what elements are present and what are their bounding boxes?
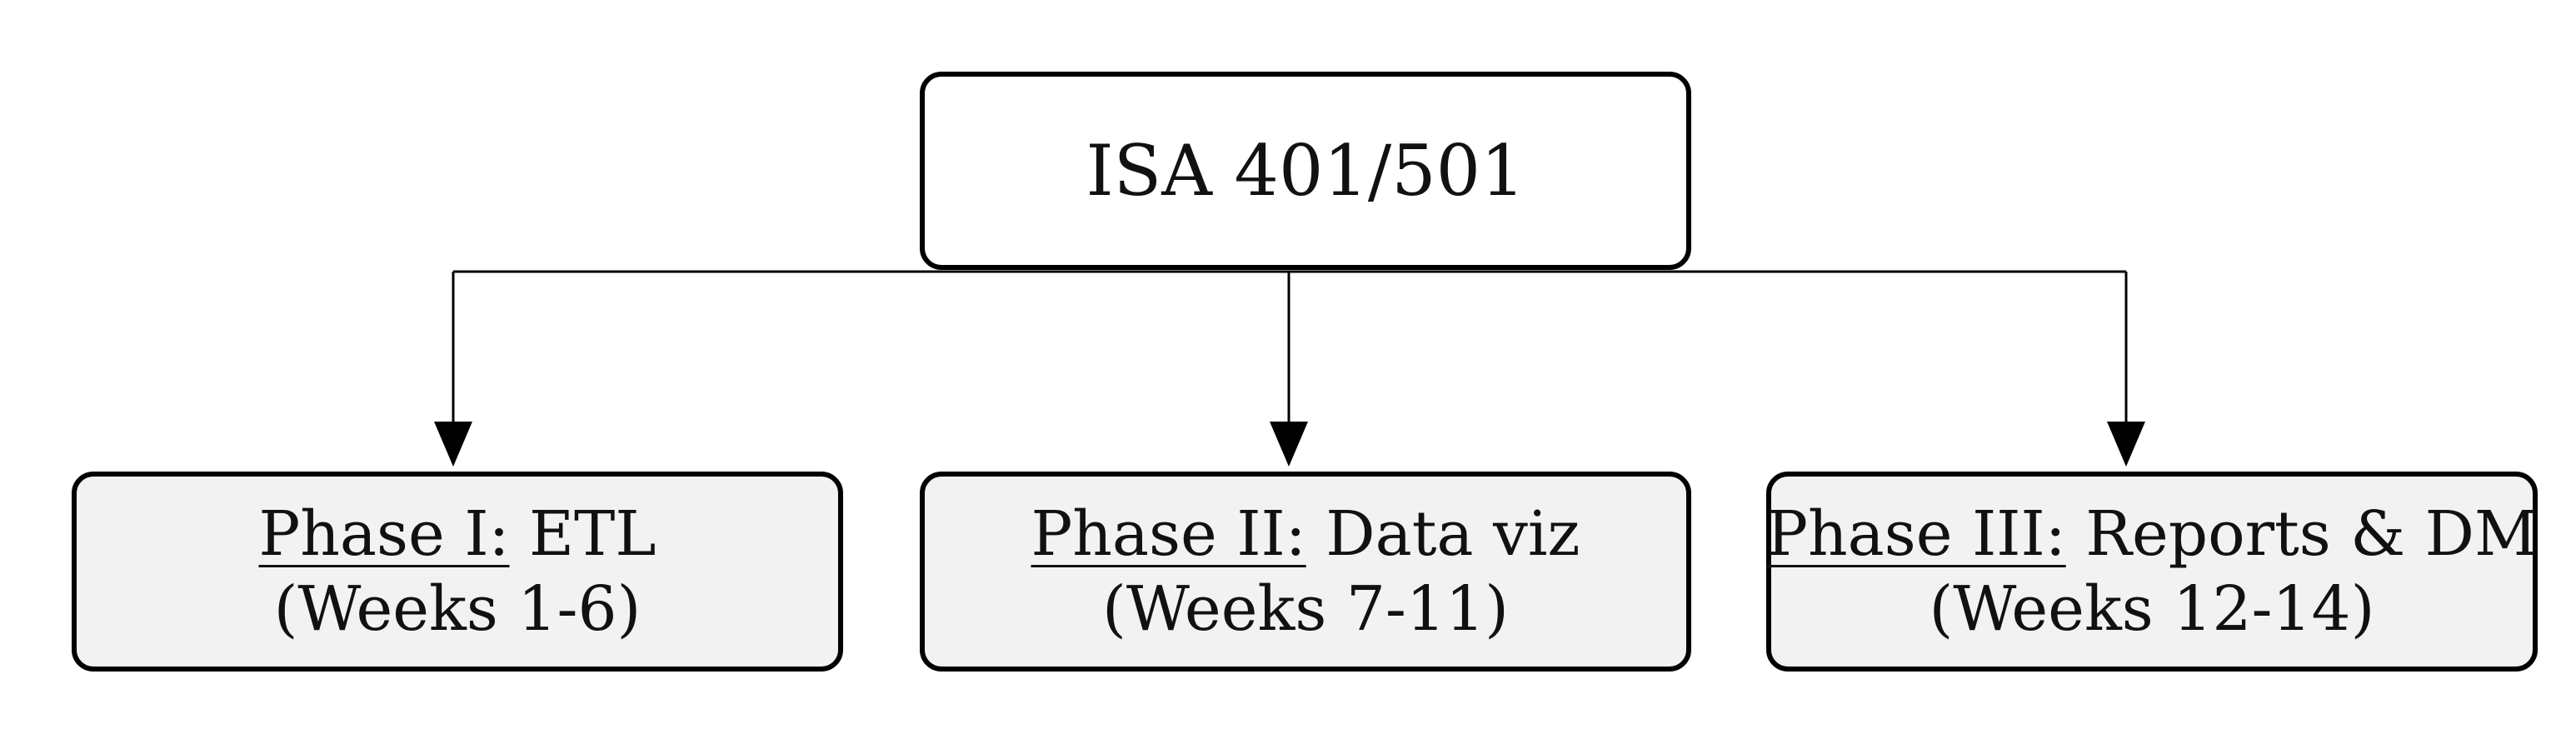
phase-weeks: (Weeks 7-11)	[1102, 573, 1509, 645]
phase-heading: Phase III: Reports & DM	[1766, 497, 2538, 572]
course-title: ISA 401/501	[1086, 130, 1525, 212]
course-root-box: ISA 401/501	[920, 72, 1691, 270]
phase-weeks: (Weeks 1-6)	[273, 573, 642, 645]
phase-name: Phase III:	[1766, 498, 2066, 570]
phase-weeks: (Weeks 12-14)	[1929, 573, 2375, 645]
arrowhead-phase-2	[1270, 422, 1308, 467]
phase-name: Phase II:	[1031, 498, 1306, 570]
arrowhead-phase-1	[434, 422, 472, 467]
phase-box-etl: Phase I: ETL (Weeks 1-6)	[72, 472, 843, 672]
phase-name: Phase I:	[258, 498, 510, 570]
phase-topic: Data viz	[1325, 498, 1580, 570]
phase-heading: Phase I: ETL	[258, 497, 656, 572]
phase-box-data-viz: Phase II: Data viz (Weeks 7-11)	[920, 472, 1691, 672]
phase-topic: Reports & DM	[2085, 498, 2538, 570]
phase-heading: Phase II: Data viz	[1031, 497, 1580, 572]
phase-box-reports-dm: Phase III: Reports & DM (Weeks 12-14)	[1766, 472, 2538, 672]
arrowhead-phase-3	[2107, 422, 2145, 467]
phase-topic: ETL	[529, 498, 656, 570]
